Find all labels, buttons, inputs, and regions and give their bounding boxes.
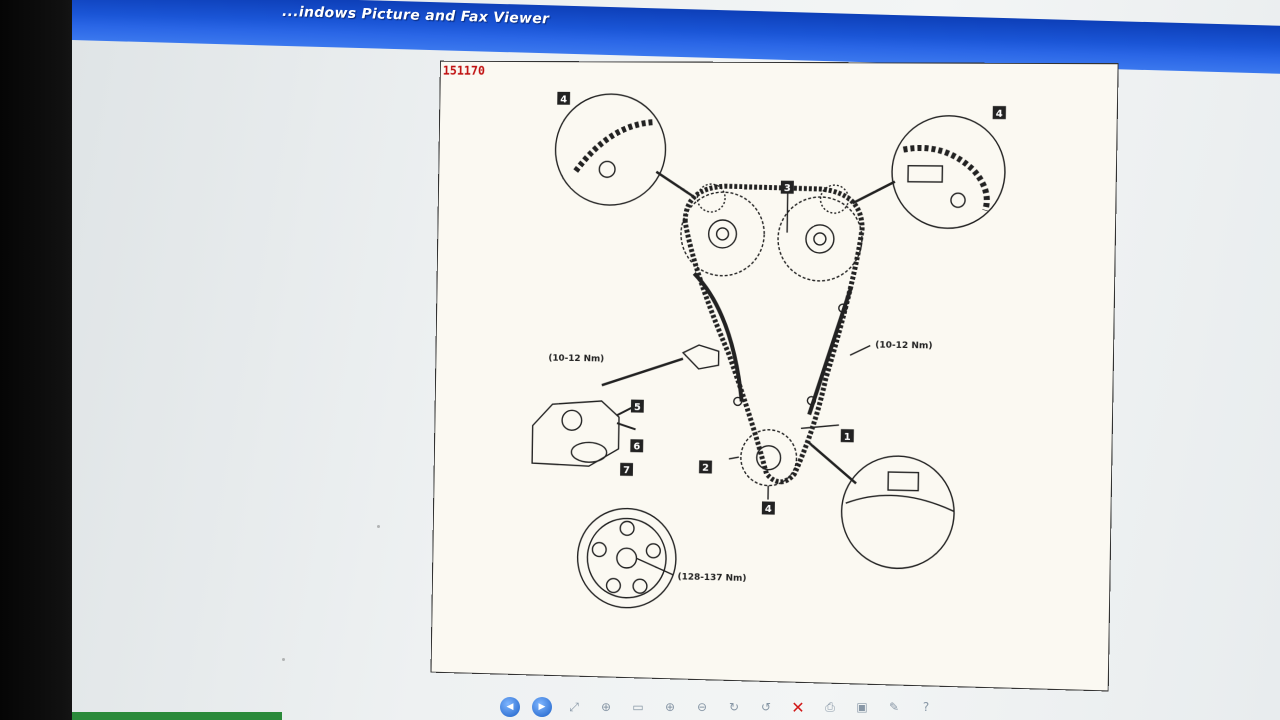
callout-5: 5 <box>634 402 641 413</box>
open-for-editing-button[interactable]: ✎ <box>888 700 900 714</box>
screen: ...indows Picture and Fax Viewer 151170 <box>72 0 1280 720</box>
actual-size-button[interactable]: ⊕ <box>600 700 612 714</box>
diagram-drawing: 4 4 3 5 6 7 2 1 4 <box>432 62 1118 691</box>
crank-pulley <box>577 508 677 609</box>
callout-3: 3 <box>784 183 791 194</box>
zoom-in-button[interactable]: ⊕ <box>664 700 676 714</box>
delete-button[interactable]: ✕ <box>791 697 805 717</box>
taskbar-edge <box>72 712 282 720</box>
callout-4-crank: 4 <box>765 504 772 515</box>
timing-chain-diagram: 151170 <box>430 60 1119 692</box>
callout-4-upper-left: 4 <box>560 94 567 105</box>
tensioner-assembly <box>532 400 619 467</box>
callout-7: 7 <box>623 465 630 476</box>
slideshow-button[interactable]: ▭ <box>632 700 644 714</box>
zoom-out-button[interactable]: ⊖ <box>696 700 708 714</box>
callout-2: 2 <box>702 463 709 474</box>
torque-tensioner: (10-12 Nm) <box>548 354 604 365</box>
detail-circle-upper-left <box>555 94 667 206</box>
previous-image-button[interactable]: ◀ <box>500 697 520 717</box>
rotate-counterclockwise-button[interactable]: ↺ <box>760 700 772 714</box>
screen-speck <box>282 658 285 661</box>
callout-1: 1 <box>844 432 851 443</box>
print-button[interactable]: ⎙ <box>825 699 835 714</box>
rotate-clockwise-button[interactable]: ↻ <box>728 700 740 714</box>
callout-6: 6 <box>633 442 640 453</box>
window-title: ...indows Picture and Fax Viewer <box>282 3 550 28</box>
save-button[interactable]: ▣ <box>856 700 868 714</box>
callout-4-upper-right: 4 <box>996 108 1003 119</box>
screen-speck <box>377 525 380 528</box>
image-viewer-area[interactable]: 151170 <box>92 44 1280 692</box>
chain-guide-right <box>809 287 851 415</box>
cam-sprocket-right <box>777 197 862 282</box>
best-fit-button[interactable]: ⤢ <box>569 699 579 714</box>
viewer-toolbar: ◀ ▶ ⤢ ⊕ ▭ ⊕ ⊖ ↻ ↺ ✕ ⎙ ▣ ✎? <box>500 694 936 720</box>
help-button[interactable]: ? <box>922 700 930 714</box>
torque-guide: (10-12 Nm) <box>875 341 932 352</box>
torque-crank-pulley: (128-137 Nm) <box>678 572 747 584</box>
next-image-button[interactable]: ▶ <box>532 697 552 717</box>
